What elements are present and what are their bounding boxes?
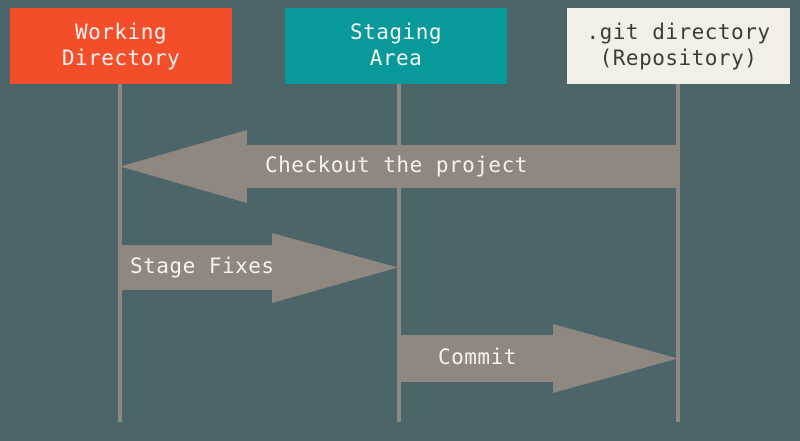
node-staging-area-label-line1: Staging [349,20,442,45]
arrow-shape-checkout [120,130,678,203]
arrow-label-commit: Commit [438,345,517,369]
node-git-directory: .git directory (Repository) [567,8,790,84]
arrow-label-checkout: Checkout the project [265,153,528,177]
node-working-directory: Working Directory [10,8,232,84]
arrow-shape-stage-fixes [120,233,398,303]
arrow-label-stage-fixes: Stage Fixes [130,254,275,278]
node-working-directory-label-line2: Directory [61,46,181,70]
node-git-directory-label-line2: (Repository) [599,46,758,70]
node-staging-area: Staging Area [285,8,507,84]
node-staging-area-label-line2: Area [369,46,423,70]
node-git-directory-label-line1: .git directory [586,20,771,45]
node-working-directory-label-line1: Working [74,20,167,45]
lifeline-staging-area [397,84,401,422]
lifeline-git-directory [676,84,680,422]
arrow-shape-commit [399,324,678,393]
